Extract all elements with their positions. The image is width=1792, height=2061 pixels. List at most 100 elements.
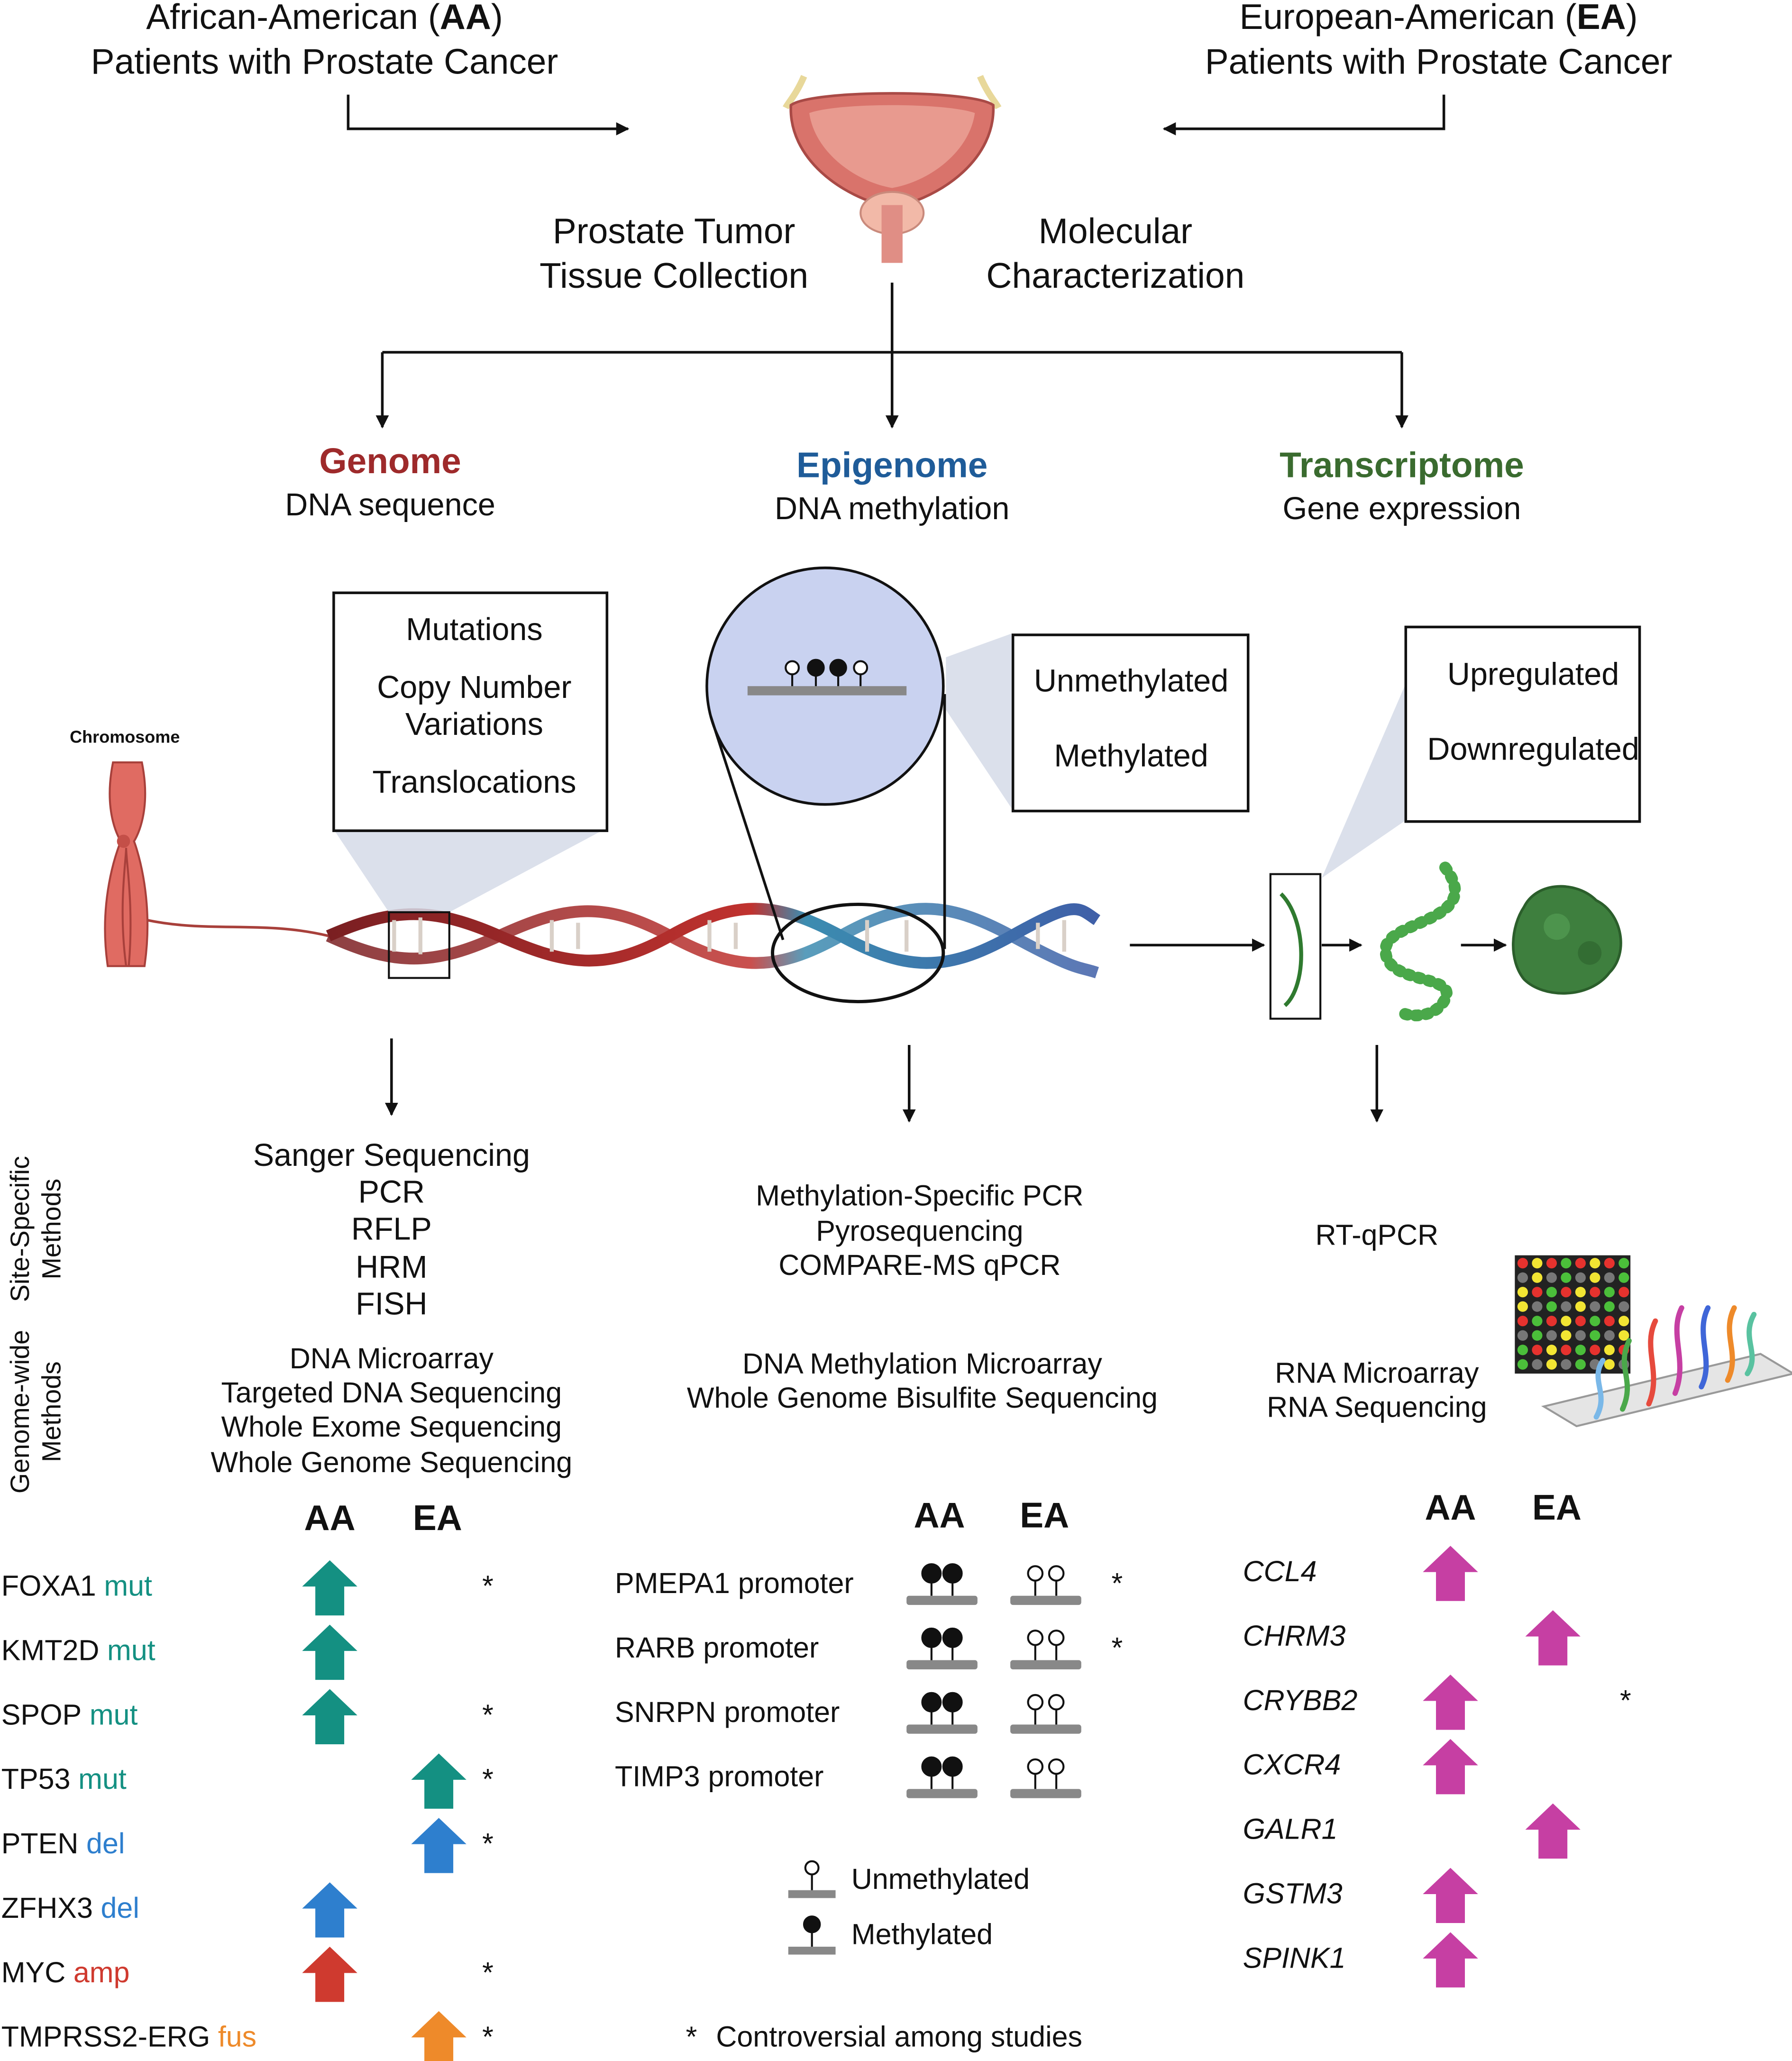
epigenome-callout <box>705 566 1012 1004</box>
genome-aa-header: AA <box>304 1498 356 1538</box>
genome-box-mutations: Mutations <box>406 612 543 648</box>
up-arrow <box>1423 1546 1478 1601</box>
footnote-text: Controversial among studies <box>716 2020 1083 2053</box>
gene-name: KMT2D <box>1 1634 100 1667</box>
epigenome-title: Epigenome <box>796 445 988 485</box>
alteration-type: mut <box>78 1762 127 1796</box>
epi-aa-header: AA <box>914 1495 965 1536</box>
up-arrow <box>1423 1739 1478 1795</box>
up-arrow <box>1525 1610 1581 1666</box>
gene-name: CXCR4 <box>1243 1748 1341 1781</box>
method-item: Whole Exome Sequencing <box>221 1410 562 1444</box>
controversial-marker: * <box>482 1956 494 1989</box>
genome-ea-header: EA <box>412 1498 462 1538</box>
transcriptome-title: Transcriptome <box>1280 445 1524 485</box>
method-item: Targeted DNA Sequencing <box>221 1376 562 1410</box>
controversial-marker: * <box>1620 1684 1631 1717</box>
trans-box-upregulated: Upregulated <box>1447 657 1619 693</box>
alteration-type: mut <box>107 1634 155 1667</box>
epi-ea-header: EA <box>1020 1495 1070 1536</box>
method-item: PCR <box>358 1175 425 1211</box>
method-item: RFLP <box>351 1212 432 1248</box>
trans-ea-header: EA <box>1532 1488 1582 1528</box>
promoter-label: TIMP3 promoter <box>614 1760 824 1793</box>
aa-title-suffix: ) <box>491 0 503 37</box>
gene-name: SPINK1 <box>1243 1941 1346 1975</box>
methylated-pair-icon <box>906 1756 978 1798</box>
alteration-type: fus <box>218 2020 257 2053</box>
unmethylated-pair-icon <box>1010 1758 1081 1798</box>
method-item: FISH <box>356 1287 428 1323</box>
transcriptome-subtitle: Gene expression <box>1282 491 1521 527</box>
trans-box-downregulated: Downregulated <box>1427 732 1639 768</box>
genome-box-copy-number: Copy Number <box>377 670 572 706</box>
method-item: RNA Sequencing <box>1267 1391 1487 1424</box>
ea-patients-subtitle: Patients with Prostate Cancer <box>1205 42 1673 82</box>
controversial-marker: * <box>1111 1631 1123 1664</box>
footnote-symbol: * <box>686 2020 697 2053</box>
alteration-type: del <box>101 1891 139 1924</box>
method-item: Sanger Sequencing <box>253 1138 530 1174</box>
microarray-illustration <box>1515 1255 1792 1428</box>
ea-abbr: EA <box>1576 0 1626 37</box>
gene-name: CCL4 <box>1243 1555 1317 1588</box>
finding-arrows <box>302 1546 1581 2061</box>
gene-name: GALR1 <box>1243 1813 1338 1846</box>
gene-name: FOXA1 <box>1 1569 96 1603</box>
transcriptome-callout <box>1130 683 1622 1022</box>
genome-box-variations: Variations <box>405 707 543 743</box>
gene-name: CRYBB2 <box>1243 1684 1358 1717</box>
gene-name: GSTM3 <box>1243 1877 1343 1910</box>
method-item: DNA Microarray <box>289 1342 494 1375</box>
alteration-type: amp <box>73 1956 130 1989</box>
up-arrow <box>302 1689 357 1744</box>
gene-name: TP53 <box>1 1762 71 1796</box>
methylated-pair-icon <box>906 1692 978 1734</box>
methylated-pair-icon <box>906 1563 978 1605</box>
method-item: DNA Methylation Microarray <box>742 1347 1102 1381</box>
ea-patients-title: European-American (EA) <box>1240 0 1638 38</box>
trans-site-method: RT-qPCR <box>1315 1218 1439 1252</box>
method-arrows <box>384 1038 1384 1123</box>
methylation-legend-symbols <box>788 1860 836 1955</box>
method-item: Whole Genome Bisulfite Sequencing <box>686 1381 1158 1415</box>
controversial-marker: * <box>482 1762 494 1796</box>
dna-helix <box>326 903 1100 979</box>
method-item: HRM <box>356 1250 428 1286</box>
gene-name: TMPRSS2-ERG <box>1 2020 210 2053</box>
controversial-marker: * <box>482 1569 494 1603</box>
alteration-type: del <box>86 1827 125 1860</box>
top-flow-arrows <box>347 94 1445 429</box>
aa-patients-title: African-American (AA) <box>146 0 503 38</box>
expression-status-box <box>1404 625 1641 823</box>
epi-box-methylated: Methylated <box>1054 739 1208 774</box>
legend-unmethylated: Unmethylated <box>851 1862 1030 1896</box>
promoter-lollipops <box>906 1563 1081 1798</box>
promoter-label: PMEPA1 promoter <box>614 1566 854 1600</box>
method-item: COMPARE-MS qPCR <box>778 1248 1061 1282</box>
trans-aa-header: AA <box>1425 1488 1476 1528</box>
ea-title-prefix: European-American ( <box>1239 0 1577 37</box>
aa-patients-subtitle: Patients with Prostate Cancer <box>91 42 558 82</box>
genome-alterations-box <box>332 591 609 832</box>
gene-name: ZFHX3 <box>1 1891 93 1924</box>
methylated-pair-icon <box>906 1627 978 1669</box>
epi-box-unmethylated: Unmethylated <box>1033 664 1229 699</box>
up-arrow <box>1423 1932 1478 1988</box>
up-arrow <box>411 1818 466 1873</box>
up-arrow <box>302 1624 357 1680</box>
gene-name: MYC <box>1 1956 66 1989</box>
alteration-type: mut <box>89 1698 138 1731</box>
molecular-characterization-line1: Molecular <box>1038 211 1193 251</box>
up-arrow <box>1525 1803 1581 1859</box>
ea-title-suffix: ) <box>1626 0 1638 37</box>
up-arrow <box>302 1946 357 2002</box>
up-arrow <box>1423 1868 1478 1924</box>
